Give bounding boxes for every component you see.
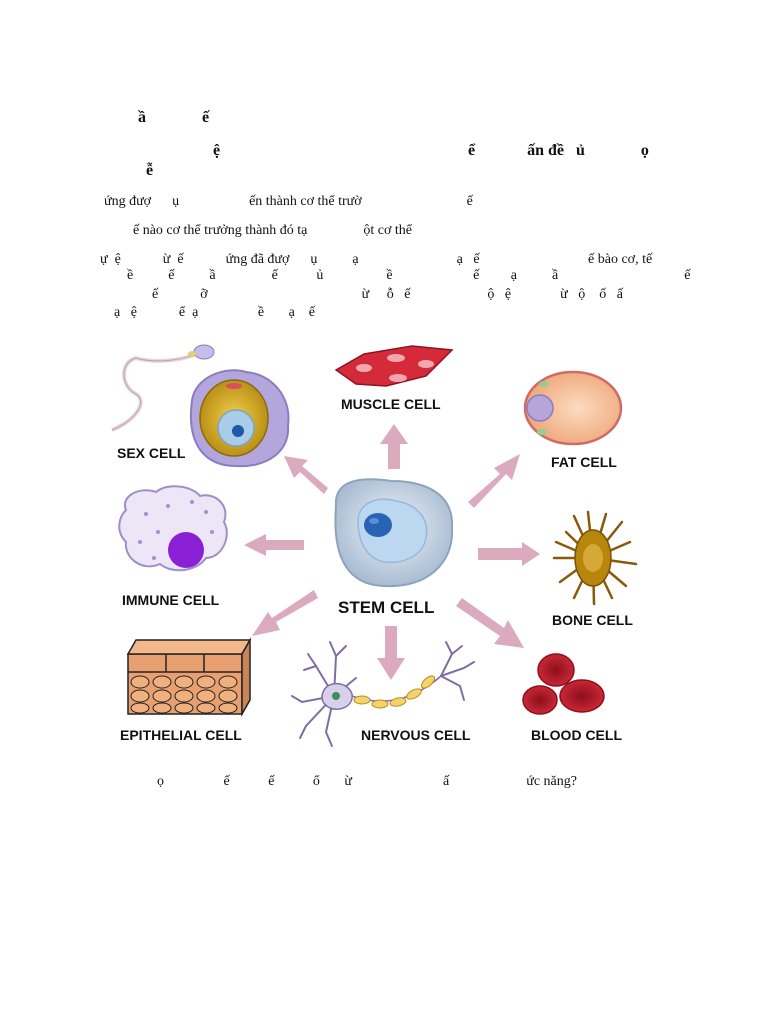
label-nervous-cell: NERVOUS CELL xyxy=(361,727,471,743)
muscle-cell xyxy=(334,345,454,387)
heading-line-2b: ể ấn đề ủ ọ xyxy=(468,142,649,159)
arrow-right xyxy=(478,542,540,566)
paragraph-3-line-4: ạ ệ ể ạ ề ạ ế xyxy=(114,305,315,320)
label-fat-cell: FAT CELL xyxy=(551,454,617,470)
arrow-up xyxy=(380,424,408,469)
stem-cell-diagram: MUSCLE CELL SEX CELL FAT CELL IMMUNE CEL… xyxy=(96,336,656,756)
fat-cell xyxy=(523,370,623,446)
heading-line-3: ễ xyxy=(146,162,154,179)
arrow-down xyxy=(377,626,405,680)
question-line: ọ ế ế ổ ừ ấ ức năng? xyxy=(157,774,577,789)
arrow-lower-right xyxy=(456,598,524,648)
arrows xyxy=(244,424,540,680)
heading-line-2a: ệ xyxy=(213,142,221,159)
epithelial-cells xyxy=(126,637,252,717)
label-immune-cell: IMMUNE CELL xyxy=(122,592,220,608)
label-stem-cell: STEM CELL xyxy=(338,598,435,617)
paragraph-2: ế nào cơ thể trưởng thành đó tạ ột cơ th… xyxy=(133,223,413,238)
nervous-cell xyxy=(291,641,475,747)
heading-line-1: ầ ế xyxy=(138,109,210,126)
label-epithelial-cell: EPITHELIAL CELL xyxy=(120,727,242,743)
label-blood-cell: BLOOD CELL xyxy=(531,727,622,743)
paragraph-3-line-3: ế ỡ ừ ỗ ế ộ ệ ừ ộ ố ấ xyxy=(152,287,623,302)
immune-cell xyxy=(118,485,228,572)
stem-cell xyxy=(334,478,454,588)
arrow-upper-right xyxy=(468,454,520,508)
bone-cell xyxy=(552,510,638,606)
label-sex-cell: SEX CELL xyxy=(117,445,186,461)
paragraph-3-line-2: ề ế ầ ế ủ ề ế ạ ầ ế xyxy=(127,268,691,283)
sex-cell xyxy=(111,344,290,468)
blood-cells xyxy=(522,653,605,715)
arrow-upper-left xyxy=(284,456,328,494)
label-bone-cell: BONE CELL xyxy=(552,612,633,628)
arrow-lower-left xyxy=(252,590,318,636)
paragraph-3-line-1: ự ệ ừ ế ứng đã đượ ụ ạ ạ ế ế bào cơ, tế xyxy=(100,252,653,267)
arrow-left xyxy=(244,534,304,556)
label-muscle-cell: MUSCLE CELL xyxy=(341,396,441,412)
diagram-graphics xyxy=(111,344,638,747)
paragraph-1: ứng đượ ụ ến thành cơ thể trườ ế xyxy=(104,194,473,209)
